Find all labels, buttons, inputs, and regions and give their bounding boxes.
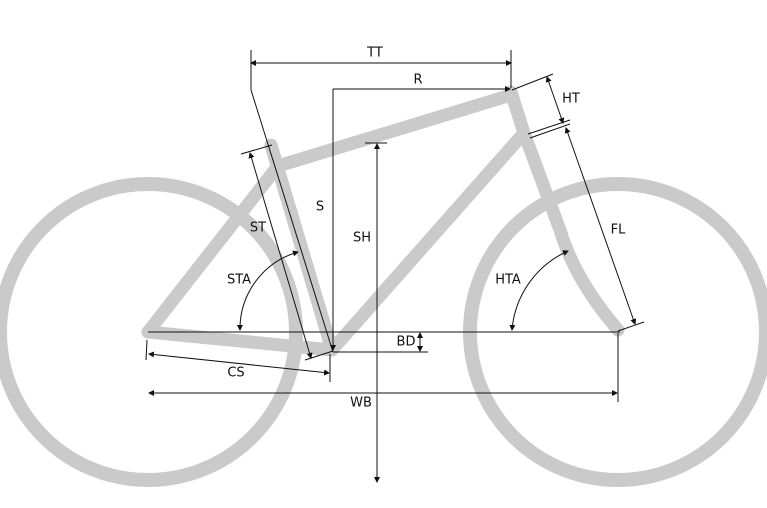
label-s: S [316,200,324,215]
down-tube [325,126,531,357]
label-cs: CS [227,366,244,381]
label-wb: WB [350,396,372,411]
label-fl: FL [611,223,626,238]
label-tt: TT [366,46,383,61]
label-bd: BD [397,335,416,350]
label-sh: SH [353,231,371,246]
cs-dimension [148,351,330,376]
dimension-lines [145,50,645,483]
head-tube [504,85,531,140]
label-st: ST [250,221,266,236]
sta-arc [236,250,299,331]
label-sta: STA [227,273,251,288]
top-tube [271,88,518,173]
label-hta: HTA [495,273,521,288]
hta-arc [509,250,569,331]
ht-dimension [545,76,565,124]
fork [517,126,625,337]
fl-dimension [564,127,637,325]
bike-frame [141,85,625,357]
label-ht: HT [562,92,580,107]
label-r: R [413,73,422,88]
